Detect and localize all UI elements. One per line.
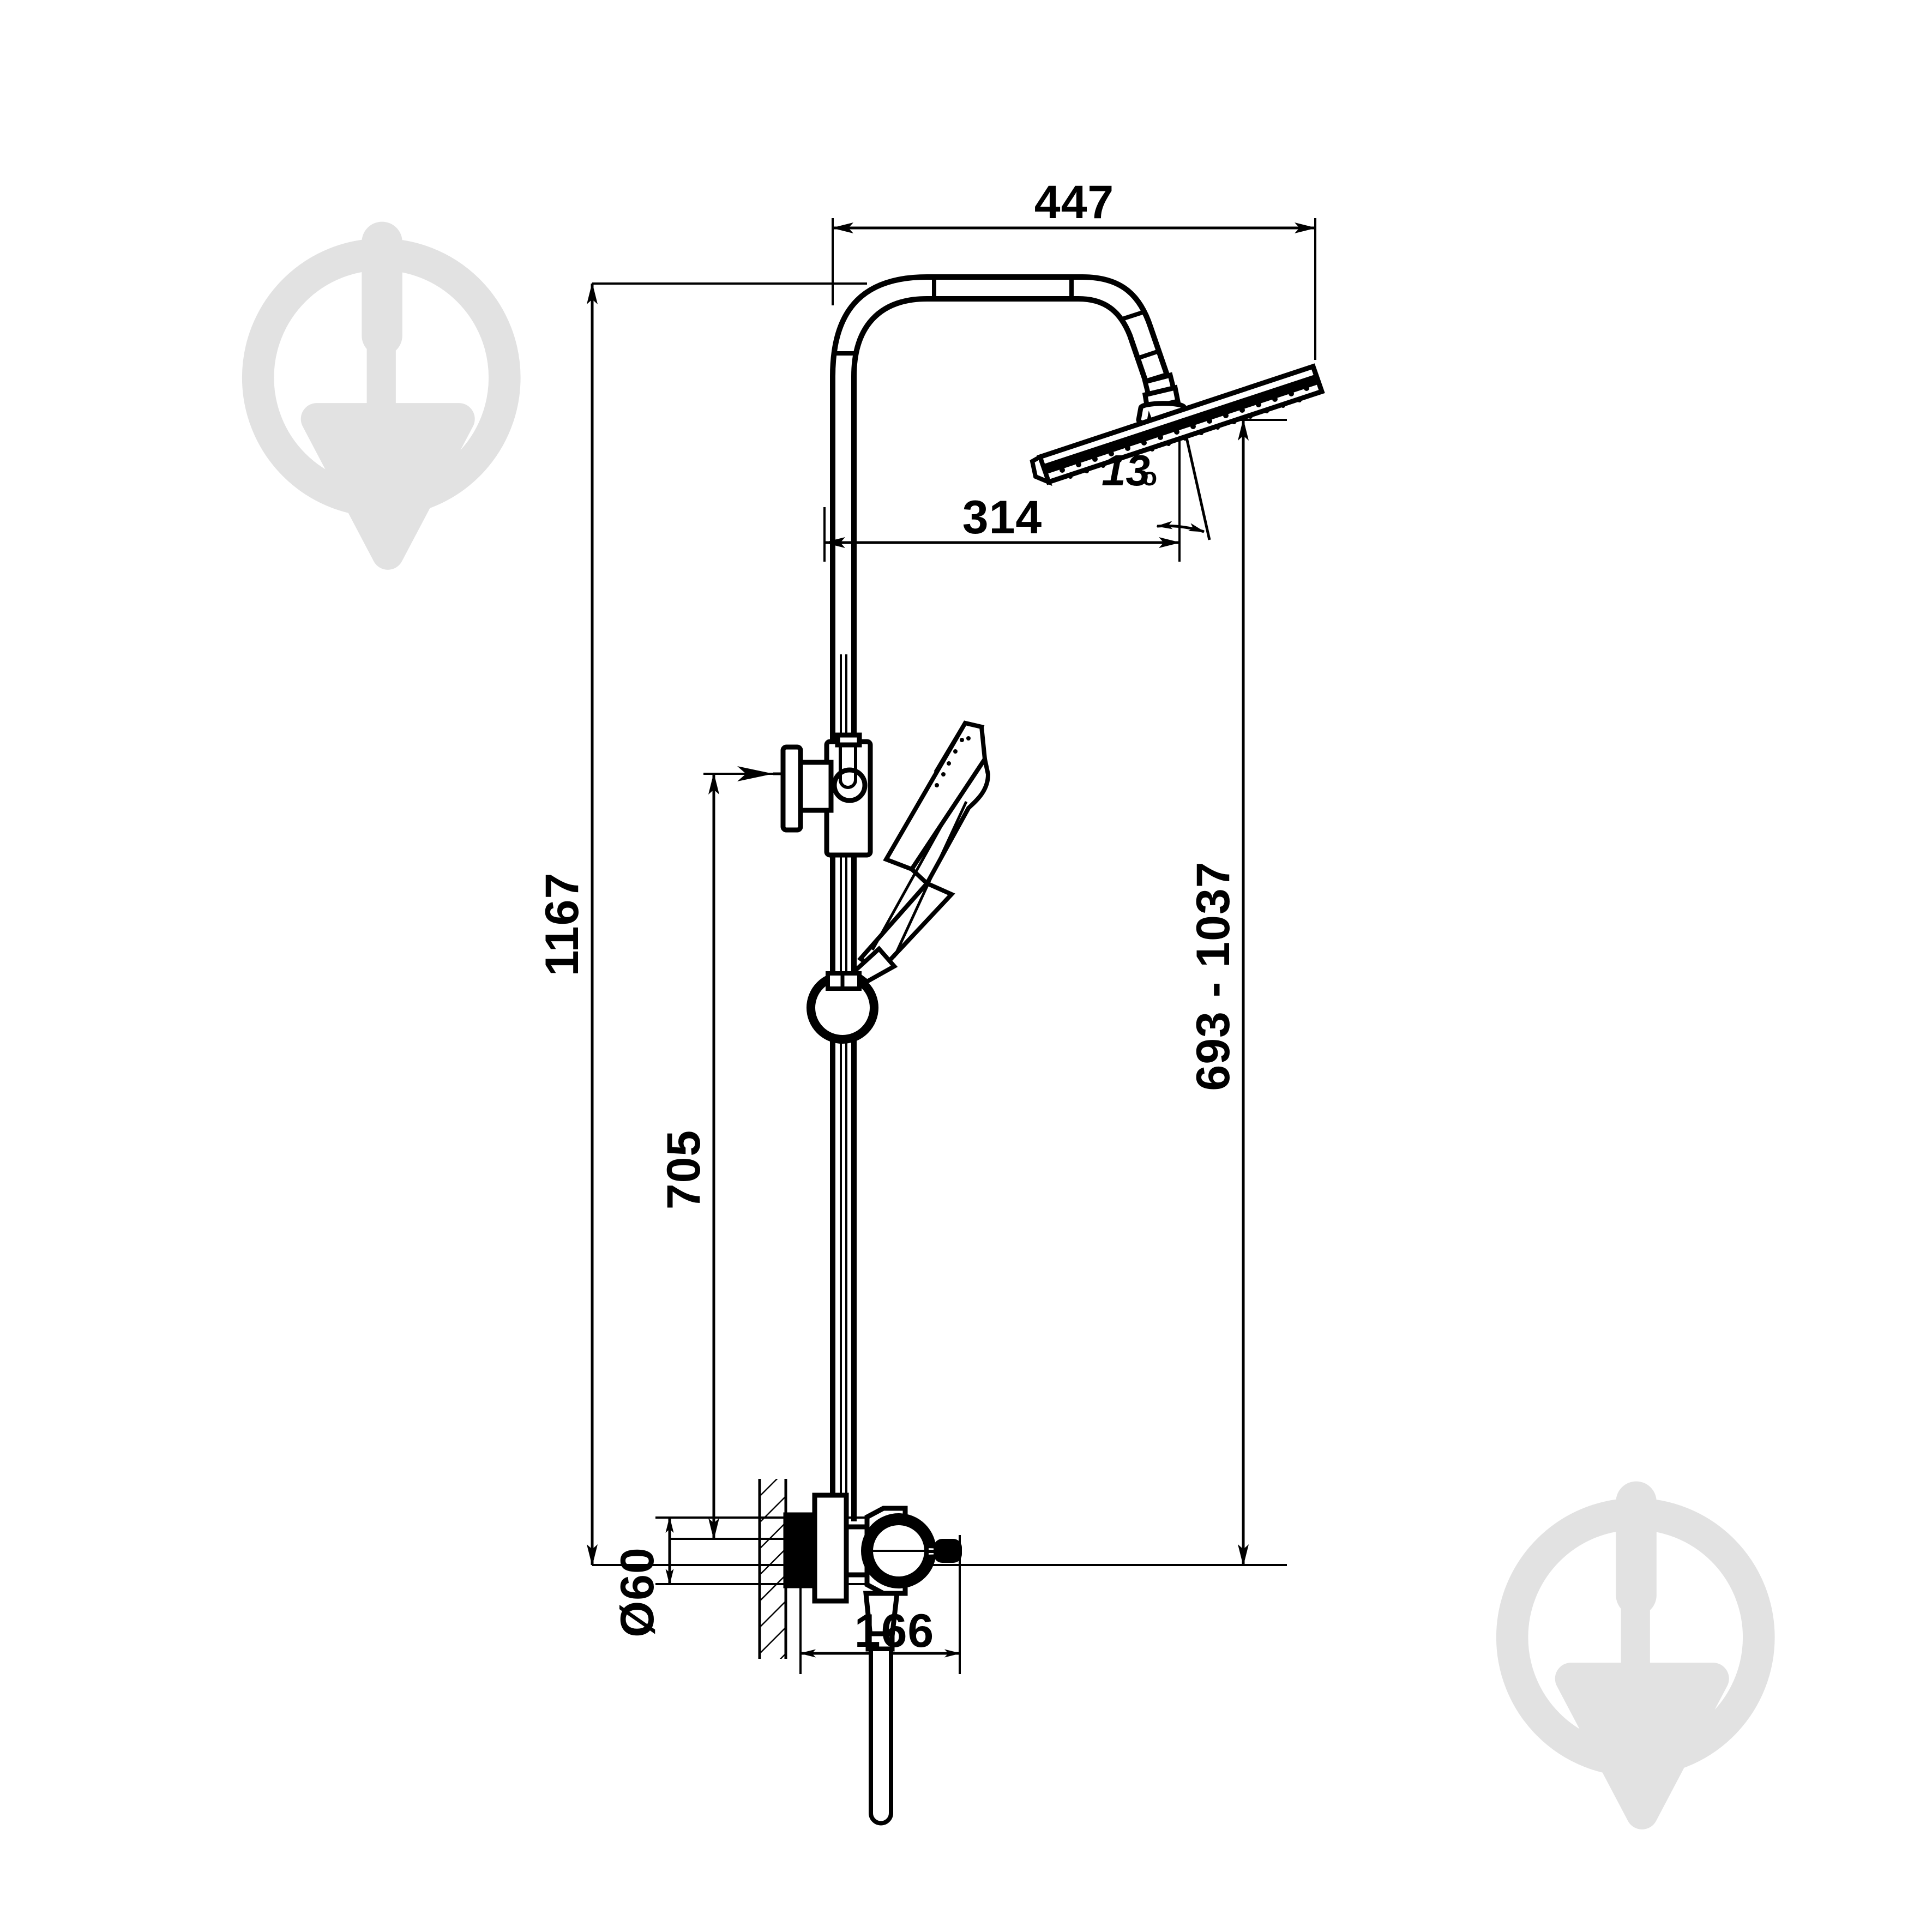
wall-section (758, 1479, 787, 1659)
wall-escutcheon (783, 1492, 849, 1604)
dimension-label-447: 447 (1034, 176, 1115, 228)
slider-ring (806, 971, 878, 1044)
angle-unit-text: o (1142, 462, 1157, 491)
dimension-label-13deg: 13 o (1102, 446, 1157, 495)
angle-value-text: 13 (1102, 446, 1150, 495)
shower-head-nozzles (1060, 386, 1309, 479)
diverter-knob (861, 1513, 936, 1588)
shower-arm-outer (830, 274, 1181, 643)
dimension-label-705: 705 (658, 1130, 710, 1210)
rain-shower-head (1030, 363, 1325, 486)
watermark-bottom-right (1496, 1481, 1775, 1829)
dimension-lines (587, 222, 1316, 1658)
dimension-label-166: 166 (854, 1605, 935, 1657)
outlet-hose (869, 1647, 893, 1826)
hand-shower (850, 720, 991, 984)
hand-shower-slider-bracket (780, 732, 873, 858)
dimension-label-693-1037: 693 - 1037 (1187, 861, 1239, 1091)
dimension-label-314: 314 (962, 491, 1043, 544)
shower-arm-inner (851, 296, 1159, 643)
dimension-label-1167: 1167 (536, 872, 588, 977)
mixer-lever-handle (925, 1539, 962, 1563)
watermark-top-left (242, 221, 521, 570)
dimension-label-d60: Ø60 (611, 1547, 664, 1638)
